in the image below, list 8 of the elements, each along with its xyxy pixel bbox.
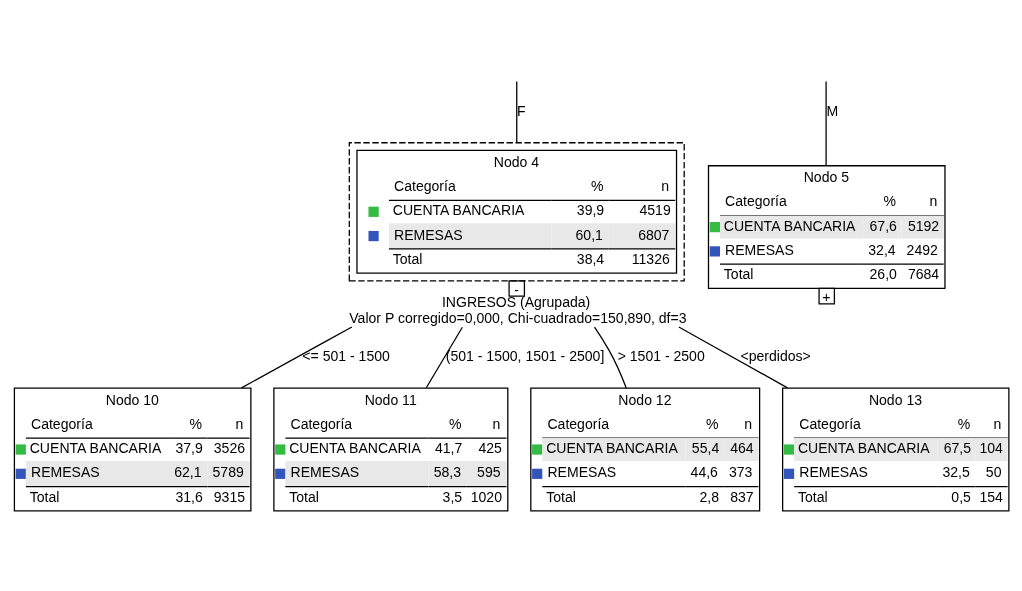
edge-label: <perdidos>: [740, 348, 811, 365]
edge-label: > 1501 - 2500: [617, 348, 705, 365]
edge-label: M: [826, 102, 839, 119]
edge-label: <= 501 - 1500: [302, 348, 390, 365]
node-label: Valor P corregido=0,000, Chi-cuadrado=150,890, df=3: [349, 309, 687, 326]
edge-label: (501 - 1500, 1501 - 2500]: [445, 348, 605, 365]
edge-label: F: [516, 102, 526, 119]
node-label: +: [822, 289, 831, 306]
